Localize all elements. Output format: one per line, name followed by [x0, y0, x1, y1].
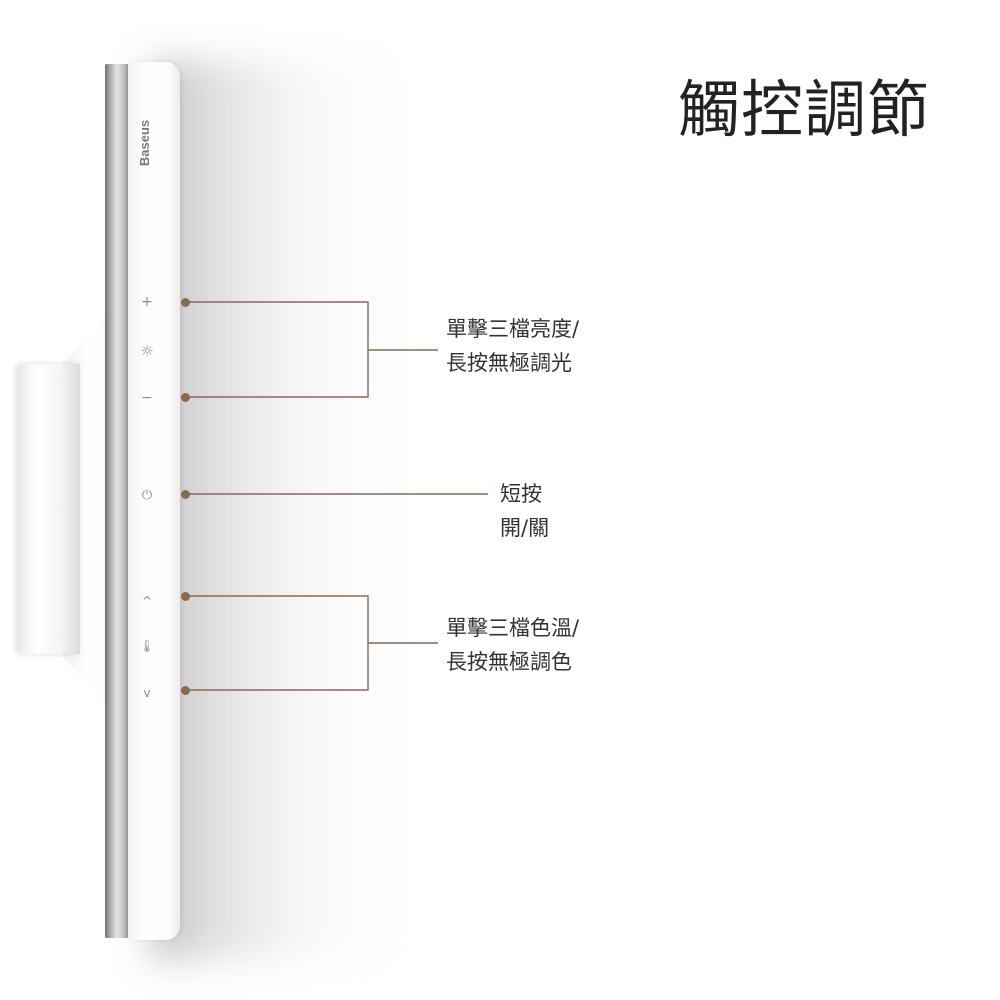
- minus-icon[interactable]: −: [141, 390, 153, 406]
- page-title: 觸控調節: [677, 73, 930, 146]
- power-icon[interactable]: ⏻: [141, 488, 153, 503]
- power-annotation: 短按 開/關: [500, 477, 549, 545]
- brand-logo: Baseus: [137, 119, 152, 167]
- brightness-icon: ☼: [140, 342, 154, 360]
- callout-dot-minus: [181, 393, 190, 402]
- magnetic-mount: [18, 364, 80, 654]
- color-temp-annotation-line1: 單擊三檔色溫/: [446, 616, 580, 640]
- brightness-annotation-line2: 長按無極調光: [446, 351, 572, 375]
- power-annotation-line2: 開/關: [500, 516, 550, 540]
- brightness-annotation-line1: 單擊三檔亮度/: [446, 317, 580, 341]
- callout-dot-down: [181, 686, 190, 695]
- chevron-up-icon[interactable]: ^: [141, 594, 153, 608]
- lamp-body: [128, 62, 180, 940]
- lamp-shadow: [150, 60, 410, 960]
- color-temp-annotation-line2: 長按無極調色: [446, 650, 572, 674]
- metal-edge-strip: [105, 64, 129, 938]
- callout-dot-up: [181, 592, 190, 601]
- color-temp-annotation: 單擊三檔色溫/ 長按無極調色: [446, 611, 579, 679]
- thermometer-icon: 🌡: [139, 639, 155, 653]
- callout-dot-power: [181, 490, 190, 499]
- brightness-annotation: 單擊三檔亮度/ 長按無極調光: [446, 312, 579, 380]
- callout-dot-plus: [181, 298, 190, 307]
- chevron-down-icon[interactable]: v: [143, 686, 151, 700]
- power-annotation-line1: 短按: [500, 482, 542, 506]
- plus-icon[interactable]: +: [141, 294, 153, 310]
